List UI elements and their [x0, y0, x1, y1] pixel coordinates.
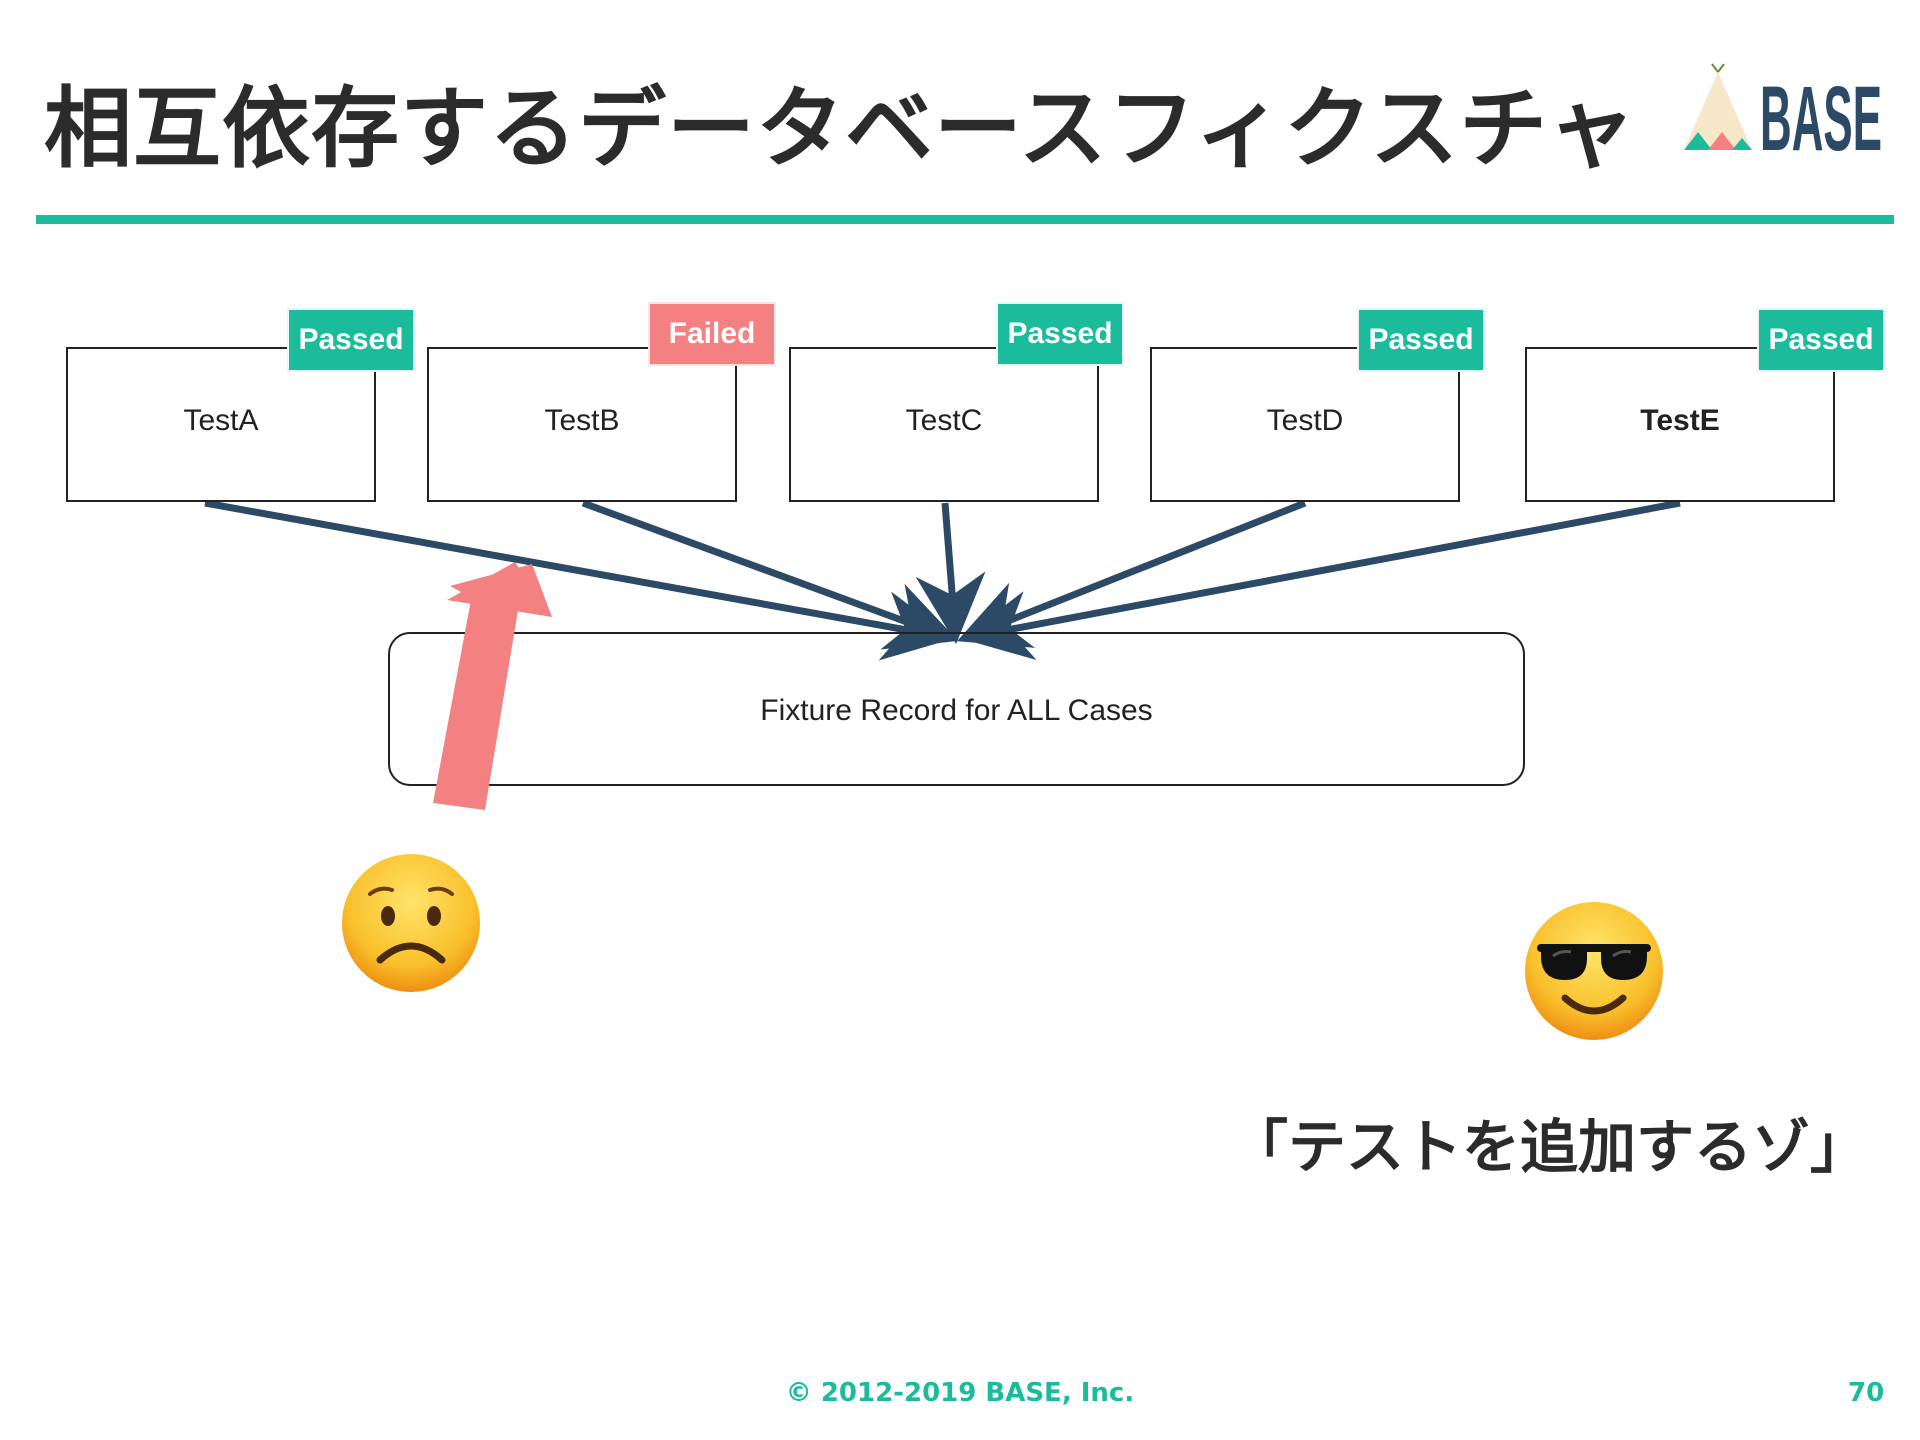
- sunglasses-face-icon: [1525, 902, 1663, 1040]
- arrow-teste-fixture: [961, 499, 1681, 661]
- test-box-a: TestA: [66, 347, 376, 502]
- footer-copyright: © 2012-2019 BASE, Inc.: [785, 1378, 1135, 1408]
- arrow-testc-fixture: [915, 502, 986, 644]
- test-label: TestB: [544, 404, 620, 437]
- arrow-testb-fixture: [581, 499, 959, 650]
- red-up-arrow: [433, 564, 552, 810]
- status-badge: Passed: [1757, 308, 1885, 372]
- page-number: 70: [1848, 1378, 1885, 1408]
- test-label: TestD: [1266, 404, 1344, 437]
- logo-text: BASE: [1760, 68, 1882, 157]
- arrow-testa-fixture: [204, 499, 954, 661]
- test-box-e: TestE: [1525, 347, 1835, 502]
- tent-icon: [1684, 63, 1752, 150]
- quote-text: 「テストを追加するゾ」: [1230, 1113, 1869, 1181]
- test-box-c: TestC: [789, 347, 1099, 502]
- worried-face-icon: [342, 854, 480, 992]
- test-label: TestE: [1640, 404, 1720, 437]
- status-badge: Failed: [648, 302, 776, 366]
- title-divider: [36, 215, 1894, 224]
- slide-title: 相互依存するデータベースフィクスチャ: [44, 77, 1637, 180]
- base-logo: BASE: [1684, 63, 1882, 157]
- fixture-label: Fixture Record for ALL Cases: [760, 694, 1153, 727]
- test-label: TestC: [905, 404, 983, 437]
- status-badge: Passed: [287, 308, 415, 372]
- test-box-d: TestD: [1150, 347, 1460, 502]
- test-box-b: TestB: [427, 347, 737, 502]
- test-label: TestA: [183, 404, 259, 437]
- status-badge: Passed: [996, 302, 1124, 366]
- status-badge: Passed: [1357, 308, 1485, 372]
- fixture-record-box: Fixture Record for ALL Cases: [388, 632, 1525, 786]
